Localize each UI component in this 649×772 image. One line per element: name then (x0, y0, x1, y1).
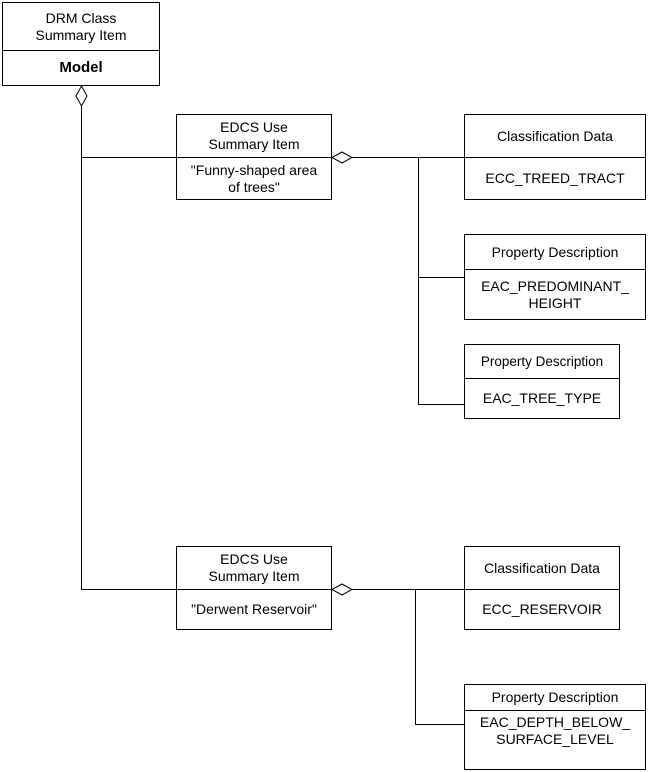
property-description-tree-type-header: Property Description (465, 345, 619, 379)
property-description-tree-type-body: EAC_TREE_TYPE (482, 390, 602, 407)
classification-data-reservoir-box[interactable]: Classification Data ECC_RESERVOIR (464, 546, 620, 630)
property-description-tree-type-box[interactable]: Property Description EAC_TREE_TYPE (464, 344, 620, 419)
aggregation-diamond-drm (74, 85, 89, 107)
connector-edcs-trees-to-trunk (331, 157, 464, 158)
aggregation-diamond-edcs-reservoir (331, 582, 353, 597)
aggregation-diamond-edcs-trees (331, 150, 353, 165)
property-description-predominant-height-box[interactable]: Property Description EAC_PREDOMINANT_ HE… (464, 234, 646, 320)
edcs-use-summary-item-trees-header: EDCS Use Summary Item (177, 115, 331, 158)
connector-edcs-reservoir-trunk-vertical (415, 589, 416, 724)
property-description-depth-below-surface-box[interactable]: Property Description EAC_DEPTH_BELOW_ SU… (464, 684, 646, 770)
drm-class-summary-item-header: DRM Class Summary Item (3, 3, 159, 51)
drm-class-summary-item-body: Model (59, 59, 103, 77)
connector-drm-to-edcs-reservoir (81, 589, 176, 590)
edcs-use-summary-item-reservoir-header: EDCS Use Summary Item (177, 547, 331, 590)
edcs-use-summary-item-trees-body: "Funny-shaped area of trees" (190, 161, 318, 195)
connector-drm-trunk-vertical (81, 86, 82, 589)
edcs-use-summary-item-trees-box[interactable]: EDCS Use Summary Item "Funny-shaped area… (176, 114, 332, 200)
classification-data-reservoir-header: Classification Data (465, 547, 619, 590)
property-description-depth-below-surface-body: EAC_DEPTH_BELOW_ SURFACE_LEVEL (479, 714, 631, 747)
edcs-use-summary-item-reservoir-box[interactable]: EDCS Use Summary Item "Derwent Reservoir… (176, 546, 332, 630)
classification-data-treed-tract-box[interactable]: Classification Data ECC_TREED_TRACT (464, 114, 646, 200)
connector-edcs-reservoir-to-trunk (331, 589, 464, 590)
connector-edcs-trees-to-tree-type (418, 404, 464, 405)
classification-data-reservoir-body: ECC_RESERVOIR (482, 601, 602, 618)
drm-class-summary-item-box[interactable]: DRM Class Summary Item Model (2, 2, 160, 86)
classification-data-treed-tract-body: ECC_TREED_TRACT (485, 170, 625, 187)
classification-data-treed-tract-header: Classification Data (465, 115, 645, 158)
edcs-use-summary-item-reservoir-body: "Derwent Reservoir" (191, 601, 317, 618)
connector-edcs-trees-to-predominant-height (418, 277, 464, 278)
connector-edcs-trees-trunk-vertical (418, 157, 419, 404)
property-description-predominant-height-body: EAC_PREDOMINANT_ HEIGHT (481, 277, 629, 311)
connector-drm-to-edcs-trees (81, 157, 176, 158)
property-description-depth-below-surface-header: Property Description (465, 685, 645, 711)
connector-edcs-reservoir-to-depth-below-surface (415, 724, 464, 725)
property-description-predominant-height-header: Property Description (465, 235, 645, 270)
